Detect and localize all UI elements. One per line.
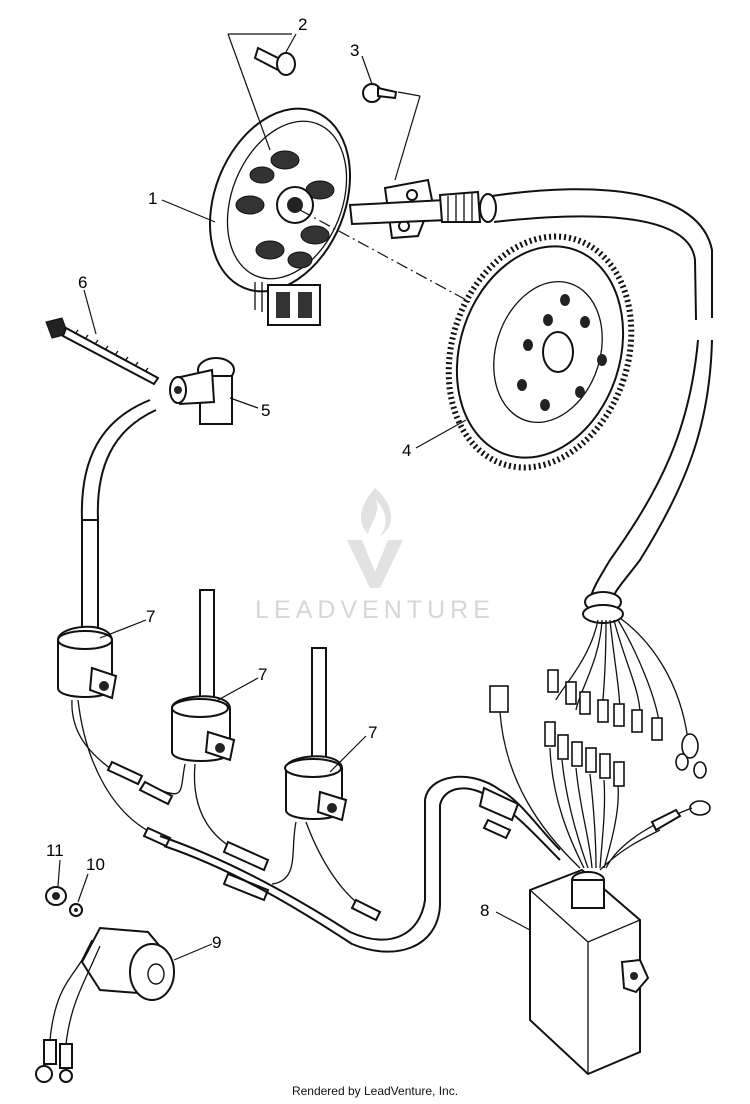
footer-credit: Rendered by LeadVenture, Inc.	[291, 1084, 459, 1098]
starter-solenoid	[35, 926, 175, 1083]
callout-9: 9	[212, 933, 221, 952]
ignition-coil-3	[222, 647, 382, 922]
assembly-lines	[299, 209, 471, 303]
watermark: LEADVENTURE	[255, 488, 495, 624]
callout-7a: 7	[146, 607, 155, 626]
spark-plug-cap	[169, 357, 235, 425]
callout-8: 8	[480, 901, 489, 920]
washer-10	[69, 903, 83, 917]
stator-plate	[209, 107, 351, 326]
flywheel	[445, 233, 635, 471]
cable-bracket	[348, 178, 497, 240]
watermark-text: LEADVENTURE	[255, 596, 495, 624]
callout-2: 2	[298, 15, 307, 34]
flame-logo-icon	[347, 488, 403, 588]
callout-labels: 1 2 3 4 5 6 7 7 7 8 9 10 11	[46, 15, 489, 952]
callout-7b: 7	[258, 665, 267, 684]
cdi-module	[529, 868, 650, 1076]
callout-11: 11	[46, 841, 64, 860]
callout-1: 1	[148, 189, 157, 208]
callout-3: 3	[350, 41, 359, 60]
ignition-coil-2	[138, 589, 270, 872]
ignition-coil-1	[57, 519, 172, 848]
connector-bundle	[489, 617, 711, 871]
screw-3	[362, 83, 398, 103]
lower-harness	[159, 775, 561, 953]
screw-2	[253, 46, 296, 76]
cable-tie	[45, 317, 160, 386]
callout-4: 4	[402, 441, 411, 460]
callout-10: 10	[86, 855, 105, 874]
nut-11	[45, 886, 67, 906]
stator-wire-harness	[491, 188, 713, 624]
leader-lines	[57, 33, 531, 961]
callout-5: 5	[261, 401, 270, 420]
high-tension-lead	[80, 399, 157, 521]
callout-6: 6	[78, 273, 87, 292]
callout-7c: 7	[368, 723, 377, 742]
